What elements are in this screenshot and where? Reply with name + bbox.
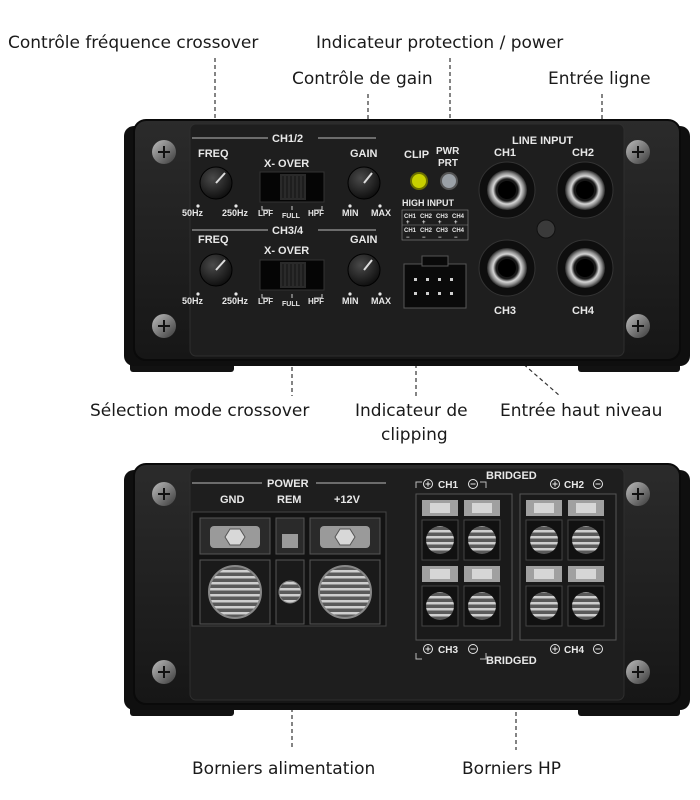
hex-screw-icon: [536, 219, 556, 239]
speaker-terminal-block[interactable]: [415, 493, 617, 641]
label-gain-1: GAIN: [350, 148, 378, 160]
hi-ch2-bot: CH2: [420, 228, 433, 234]
callout-power-terminals: Borniers alimentation: [192, 759, 375, 779]
label-full-2: FULL: [282, 301, 301, 308]
label-freq-min-2: 50Hz: [182, 296, 204, 306]
power-terminal-block[interactable]: [191, 511, 387, 627]
speaker-terminal-row[interactable]: [421, 500, 605, 627]
label-gain-min-2: MIN: [342, 296, 359, 306]
label-full-1: FULL: [282, 213, 301, 220]
callout-clip-indicator-2: clipping: [381, 425, 448, 445]
label-line-input: LINE INPUT: [512, 135, 573, 147]
label-sp-ch3: CH3: [438, 645, 458, 656]
screw-icon: [152, 140, 650, 338]
hi-ch1-bot: CH1: [404, 228, 417, 234]
pwr-led-icon: [440, 172, 458, 190]
label-xover-2: X- OVER: [264, 245, 309, 257]
rca-jack-ch4[interactable]: [556, 239, 614, 297]
clip-led-icon: [410, 172, 428, 190]
label-pwr: PWR: [436, 146, 460, 157]
rca-jack-ch1[interactable]: [478, 161, 536, 219]
hi-ch2-top: CH2: [420, 214, 433, 220]
label-line-ch4: CH4: [572, 305, 595, 317]
label-line-ch3: CH3: [494, 305, 516, 317]
hi-minus-2: −: [422, 235, 426, 241]
label-power: POWER: [267, 478, 309, 490]
label-gain-max-2: MAX: [371, 296, 391, 306]
screw-icon: [152, 482, 650, 684]
label-gnd: GND: [220, 494, 245, 506]
rear-panel: POWER GND REM +12V BRIDGED BRIDGED CH1 C…: [124, 463, 690, 716]
hi-minus-1: −: [406, 235, 410, 241]
12v-terminal[interactable]: [309, 517, 381, 625]
gain-knob-ch34[interactable]: [347, 253, 381, 287]
label-xover-1: X- OVER: [264, 158, 309, 170]
hi-ch4-bot: CH4: [452, 228, 465, 234]
label-freq-max-1: 250Hz: [222, 208, 249, 218]
rca-jack-ch3[interactable]: [478, 239, 536, 297]
xover-switch-ch34[interactable]: [259, 259, 325, 299]
callout-line-input: Entrée ligne: [548, 69, 651, 89]
callout-protect-power: Indicateur protection / power: [316, 33, 563, 53]
label-sp-ch4: CH4: [564, 645, 584, 656]
hi-ch3-top: CH3: [436, 214, 449, 220]
label-prt: PRT: [438, 158, 458, 169]
label-hpf-1: HPF: [308, 209, 324, 218]
hi-ch3-bot: CH3: [436, 228, 449, 234]
freq-knob-ch12[interactable]: [199, 166, 233, 200]
gain-knob-ch12[interactable]: [347, 166, 381, 200]
label-line-ch1: CH1: [494, 147, 516, 159]
label-sp-ch2: CH2: [564, 480, 584, 491]
label-rem: REM: [277, 494, 301, 506]
label-ch34: CH3/4: [272, 225, 304, 237]
label-clip: CLIP: [404, 149, 429, 161]
label-hpf-2: HPF: [308, 297, 324, 306]
callout-high-input: Entrée haut niveau: [500, 401, 662, 421]
callout-xover-mode: Sélection mode crossover: [90, 401, 309, 421]
hi-plus-1: +: [406, 220, 410, 226]
label-line-ch2: CH2: [572, 147, 594, 159]
label-bridged-top: BRIDGED: [486, 470, 537, 482]
label-freq-1: FREQ: [198, 148, 229, 160]
hi-minus-4: −: [454, 235, 458, 241]
hi-ch1-top: CH1: [404, 214, 417, 220]
callout-gain-control: Contrôle de gain: [292, 69, 433, 89]
gnd-terminal[interactable]: [199, 517, 271, 625]
callout-speaker-terminals: Borniers HP: [462, 759, 561, 779]
rem-terminal[interactable]: [275, 517, 305, 625]
label-gain-max-1: MAX: [371, 208, 391, 218]
label-freq-min-1: 50Hz: [182, 208, 204, 218]
label-gain-min-1: MIN: [342, 208, 359, 218]
callout-freq-control: Contrôle fréquence crossover: [8, 33, 258, 53]
label-gain-2: GAIN: [350, 234, 378, 246]
label-sp-ch1: CH1: [438, 480, 458, 491]
label-lpf-1: LPF: [258, 209, 273, 218]
label-ch12: CH1/2: [272, 133, 303, 145]
rca-jack-ch2[interactable]: [556, 161, 614, 219]
label-bridged-bottom: BRIDGED: [486, 655, 537, 667]
hi-plus-4: +: [454, 220, 458, 226]
hi-plus-2: +: [422, 220, 426, 226]
xover-switch-ch12[interactable]: [259, 171, 325, 211]
freq-knob-ch34[interactable]: [199, 253, 233, 287]
callout-clip-indicator-1: Indicateur de: [355, 401, 468, 421]
high-input-pin-labels: CH1 CH2 CH3 CH4 CH1 CH2 CH3 CH4 + + + + …: [401, 209, 469, 241]
label-lpf-2: LPF: [258, 297, 273, 306]
label-high-input: HIGH INPUT: [402, 198, 455, 208]
label-freq-max-2: 250Hz: [222, 296, 249, 306]
hi-ch4-top: CH4: [452, 214, 465, 220]
label-freq-2: FREQ: [198, 234, 229, 246]
hi-plus-3: +: [438, 220, 442, 226]
front-panel: CH1/2 FREQ GAIN X- OVER 50Hz 250Hz LPF F…: [124, 119, 690, 372]
label-12v: +12V: [334, 494, 361, 506]
high-input-connector[interactable]: [403, 255, 467, 309]
hi-minus-3: −: [438, 235, 442, 241]
